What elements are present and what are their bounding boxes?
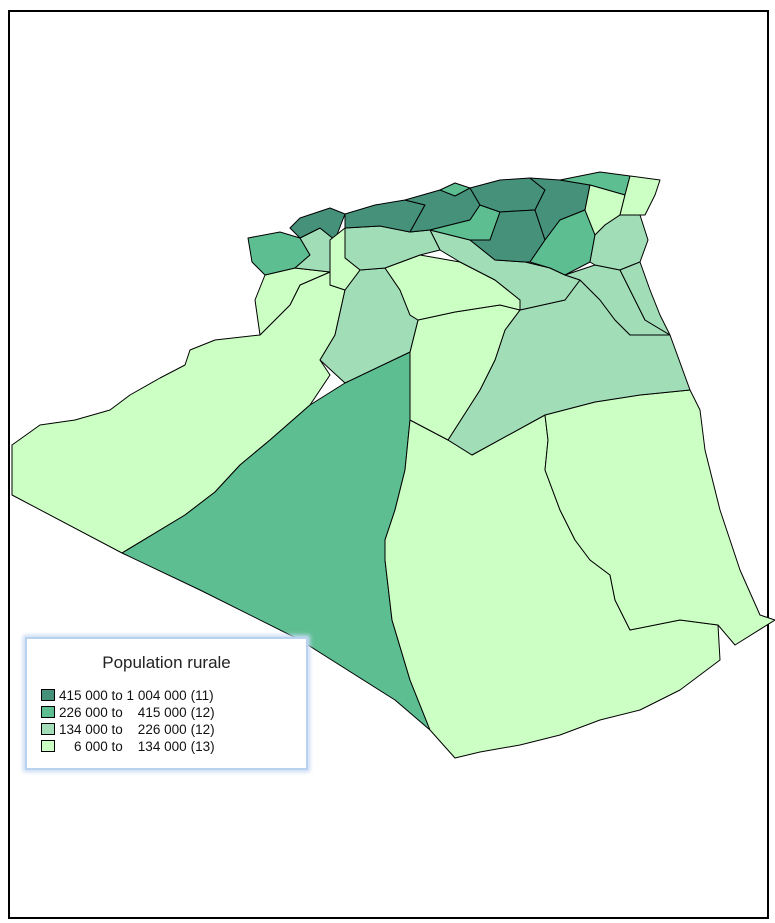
- legend-count: (11): [190, 687, 214, 703]
- legend-swatch: [41, 723, 55, 735]
- region-oran: [289, 207, 346, 241]
- legend-count: (12): [190, 721, 215, 737]
- region-souk-ahras: [589, 214, 649, 271]
- legend-row: 415 000 to 1 004 000 (11): [41, 687, 214, 703]
- legend-row: 134 000 to 226 000 (12): [41, 721, 215, 737]
- region-illizi: [544, 389, 775, 646]
- legend-range: 415 000 to 1 004 000: [59, 687, 187, 703]
- region-el-tarf: [619, 175, 661, 216]
- legend-range: 134 000 to 226 000: [59, 721, 187, 737]
- legend-row: 226 000 to 415 000 (12): [41, 704, 215, 720]
- region-saida: [329, 227, 361, 291]
- region-tebessa: [619, 261, 671, 336]
- legend-range: 226 000 to 415 000: [59, 704, 187, 720]
- legend-swatch: [41, 740, 55, 752]
- legend-title: Population rurale: [102, 653, 231, 672]
- legend-count: (13): [190, 738, 215, 754]
- map-legend: Population rurale 415 000 to 1 004 000 (…: [25, 637, 308, 770]
- legend-row: 6 000 to 134 000 (13): [41, 738, 215, 754]
- legend-swatch: [41, 706, 55, 718]
- region-djelfa: [384, 254, 521, 321]
- legend-swatch: [41, 689, 55, 701]
- legend-count: (12): [190, 704, 215, 720]
- legend-range: 6 000 to 134 000: [59, 738, 187, 754]
- region-algiers: [439, 182, 471, 197]
